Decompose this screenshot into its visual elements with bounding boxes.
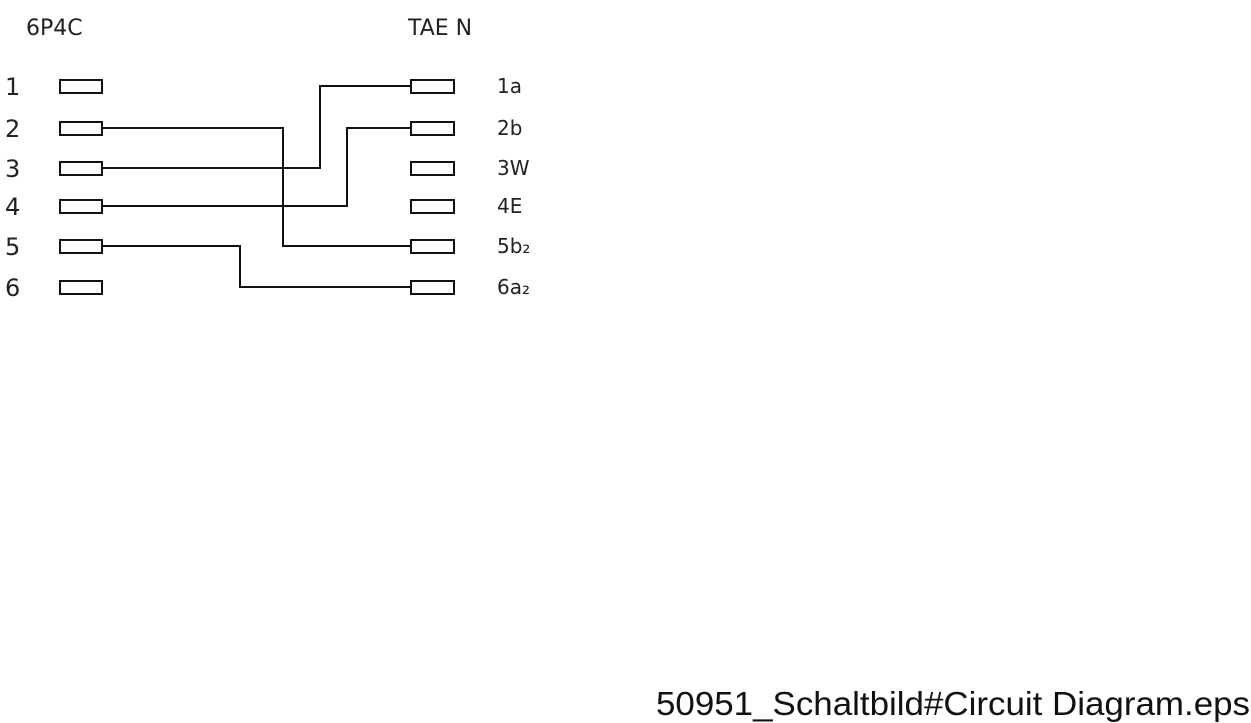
right-pin-label: 2b	[497, 116, 522, 140]
wire-4-to-2b	[102, 127, 411, 207]
left-pin-terminal	[59, 280, 103, 295]
left-pin-terminal	[59, 161, 103, 176]
right-pin-label: 1a	[497, 74, 522, 98]
right-pin-label: 3W	[497, 156, 530, 180]
wire-5-to-6a₂	[102, 245, 411, 288]
left-connector-pins: 1 2 3 4 5 6	[5, 73, 103, 302]
left-pin-label: 2	[5, 115, 20, 143]
wires	[102, 85, 411, 288]
right-pin-terminal	[410, 121, 455, 136]
left-pin-terminal	[59, 239, 103, 254]
left-pin-label: 5	[5, 233, 20, 261]
left-connector-title: 6P4C	[26, 16, 83, 41]
wire-2-to-5b₂	[102, 127, 411, 247]
left-pin-terminal	[59, 199, 103, 214]
right-pin-terminal	[410, 79, 455, 94]
right-pin-terminal	[410, 280, 455, 295]
wire-3-to-1a	[102, 85, 411, 169]
right-pin-label: 4E	[497, 194, 522, 218]
left-pin-label: 6	[5, 274, 20, 302]
left-pin-label: 3	[5, 155, 20, 183]
left-pin-label: 1	[5, 73, 20, 101]
right-pin-terminal	[410, 199, 455, 214]
right-connector-pins: 1a 2b 3W 4E 5b₂ 6a₂	[410, 74, 530, 299]
right-pin-label: 6a₂	[497, 275, 530, 299]
right-connector-title: TAE N	[407, 16, 472, 41]
left-pin-label: 4	[5, 193, 20, 221]
left-pin-terminal	[59, 121, 103, 136]
right-pin-label: 5b₂	[497, 234, 530, 258]
right-pin-terminal	[410, 161, 455, 176]
left-pin-terminal	[59, 79, 103, 94]
file-caption: 50951_Schaltbild#Circuit Diagram.eps	[656, 685, 1250, 722]
right-pin-terminal	[410, 239, 455, 254]
